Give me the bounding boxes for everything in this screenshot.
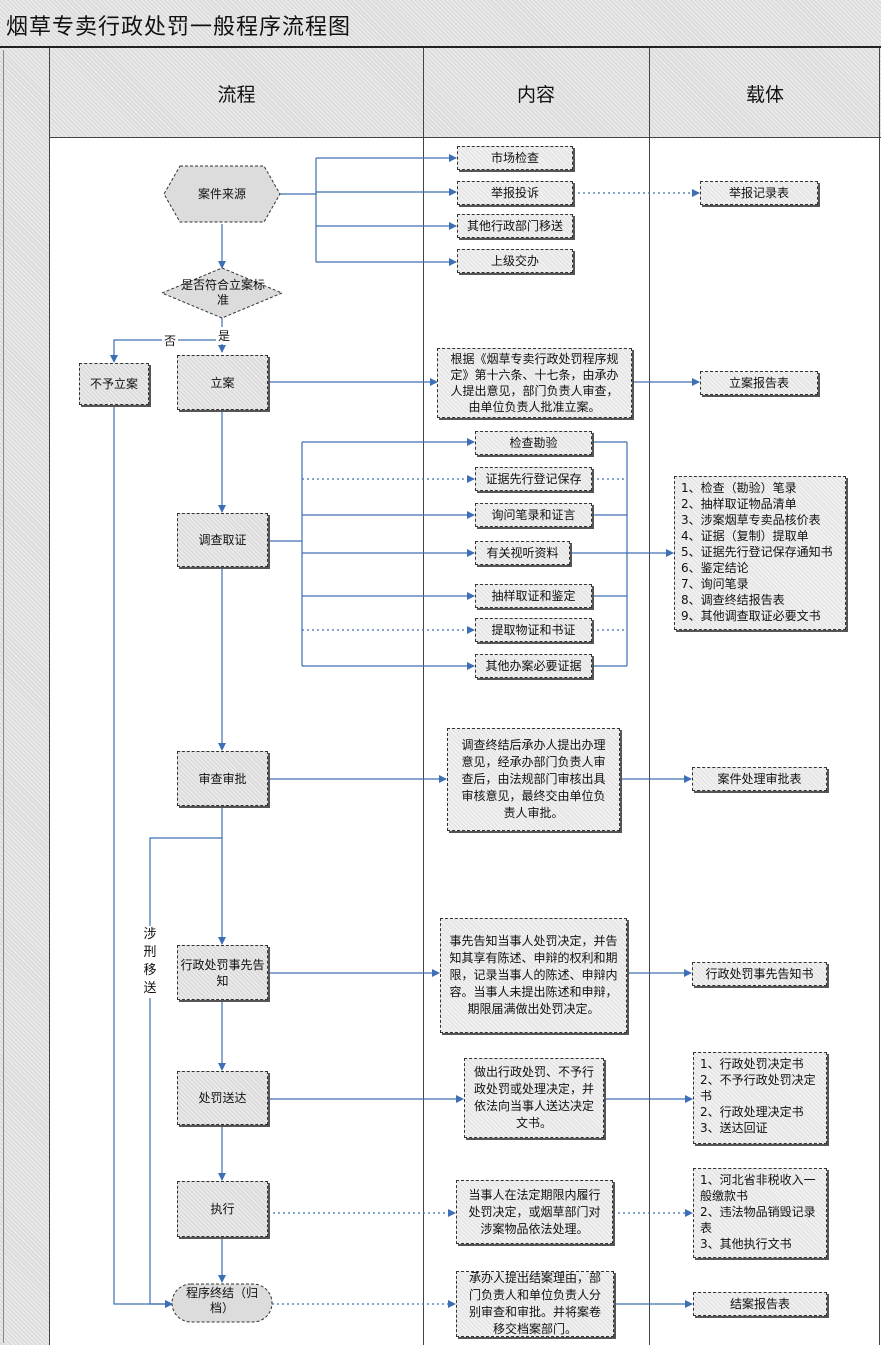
process-reject: 不予立案 bbox=[79, 363, 149, 405]
evidence-doc-item: 9、其他调查取证必要文书 bbox=[681, 609, 821, 623]
divider-content-carrier bbox=[649, 48, 650, 1345]
carrier-close-report: 结案报告表 bbox=[693, 1292, 827, 1316]
carrier-review-form: 案件处理审批表 bbox=[692, 767, 827, 791]
left-strip-border bbox=[3, 50, 49, 1343]
evidence-2: 证据先行登记保存 bbox=[475, 467, 592, 491]
evidence-doc-item: 5、证据先行登记保存通知书 bbox=[681, 545, 833, 559]
content-file: 根据《烟草专卖行政处罚程序规定》第十六条、十七条，由承办人提出意见，部门负责人审… bbox=[437, 348, 632, 418]
process-decision: 是否符合立案标准 bbox=[180, 278, 265, 307]
arrow-reject-close bbox=[113, 405, 173, 1308]
title-bar: 烟草专卖行政处罚一般程序流程图 bbox=[0, 0, 881, 48]
deliver-doc-item: 3、送达回证 bbox=[700, 1121, 768, 1135]
evidence-doc-item: 2、抽样取证物品清单 bbox=[681, 497, 797, 511]
content-close: 承办人提出结案理由，部门负责人和单位负责人分别审查和审批。并将案卷移交档案部门。 bbox=[456, 1271, 614, 1337]
evidence-7: 其他办案必要证据 bbox=[475, 654, 592, 678]
evidence-doc-item: 7、询问笔录 bbox=[681, 577, 749, 591]
carrier-deliver-docs: 1、行政处罚决定书 2、不予行政处罚决定 书 2、行政处理决定书 3、送达回证 bbox=[693, 1052, 827, 1144]
process-execute: 执行 bbox=[177, 1181, 268, 1237]
header-process: 流程 bbox=[217, 83, 256, 106]
process-file: 立案 bbox=[177, 355, 268, 410]
evidence-doc-item: 1、检查（勘验）笔录 bbox=[681, 481, 797, 495]
execute-doc-item: 1、河北省非税收入一 bbox=[700, 1173, 816, 1187]
source-market: 市场检查 bbox=[457, 146, 573, 170]
evidence-doc-item: 3、涉案烟草专卖品核价表 bbox=[681, 513, 821, 527]
content-execute: 当事人在法定期限内履行处罚决定，或烟草部门对涉案物品依法处理。 bbox=[456, 1180, 613, 1244]
header-content: 内容 bbox=[516, 83, 555, 106]
header-row: 流程 内容 载体 bbox=[50, 48, 881, 138]
process-close: 程序终结（归档） bbox=[185, 1286, 258, 1315]
evidence-6: 提取物证和书证 bbox=[475, 618, 592, 642]
deliver-doc-item: 1、行政处罚决定书 bbox=[700, 1057, 804, 1071]
evidence-doc-item: 8、调查终结报告表 bbox=[681, 593, 785, 607]
source-other-dept: 其他行政部门移送 bbox=[457, 214, 573, 238]
content-notify: 事先告知当事人处罚决定，并告知其享有陈述、申辩的权利和期限，记录当事人的陈述、申… bbox=[440, 918, 627, 1033]
content-review: 调查终结后承办人提出办理意见，经承办部门负责人审查后，由法规部门审核出具审核意见… bbox=[447, 728, 620, 831]
carrier-report-record: 举报记录表 bbox=[700, 181, 818, 205]
evidence-1: 检查勘验 bbox=[475, 431, 592, 455]
source-superior: 上级交办 bbox=[457, 249, 573, 273]
process-investigate: 调查取证 bbox=[177, 513, 268, 567]
no-label: 否 bbox=[162, 332, 179, 349]
carrier-evidence-docs: 1、检查（勘验）笔录 2、抽样取证物品清单 3、涉案烟草专卖品核价表 4、证据（… bbox=[674, 476, 846, 630]
evidence-3: 询问笔录和证言 bbox=[475, 503, 592, 527]
evidence-4: 有关视听资料 bbox=[475, 541, 570, 565]
carrier-execute-docs: 1、河北省非税收入一 般缴款书 2、违法物品销毁记录 表 3、其他执行文书 bbox=[693, 1168, 827, 1258]
content-deliver: 做出行政处罚、不予行政处罚或处理决定，并依法向当事人送达决定文书。 bbox=[464, 1058, 604, 1138]
carrier-notify-doc: 行政处罚事先告知书 bbox=[692, 962, 827, 986]
deliver-doc-item: 2、不予行政处罚决定 bbox=[700, 1073, 816, 1087]
process-notify: 行政处罚事先告知 bbox=[177, 945, 268, 1000]
execute-doc-item: 2、违法物品销毁记录 bbox=[700, 1205, 816, 1219]
divider-process-content bbox=[423, 48, 424, 1345]
process-review: 审查审批 bbox=[177, 751, 268, 806]
execute-doc-item: 3、其他执行文书 bbox=[700, 1237, 792, 1251]
transfer-label: 涉刑移送 bbox=[142, 926, 158, 998]
header-carrier: 载体 bbox=[745, 83, 784, 106]
execute-doc-item: 般缴款书 bbox=[700, 1189, 749, 1203]
deliver-doc-item: 书 bbox=[700, 1089, 713, 1103]
process-source: 案件来源 bbox=[197, 187, 246, 201]
page-title: 烟草专卖行政处罚一般程序流程图 bbox=[6, 15, 352, 40]
deliver-doc-item: 2、行政处理决定书 bbox=[700, 1105, 804, 1119]
source-report: 举报投诉 bbox=[457, 181, 573, 205]
right-border bbox=[879, 48, 880, 1345]
process-deliver: 处罚送达 bbox=[177, 1071, 268, 1125]
evidence-doc-item: 4、证据（复制）提取单 bbox=[681, 529, 809, 543]
execute-doc-item: 表 bbox=[700, 1221, 713, 1235]
yes-label: 是 bbox=[216, 327, 233, 344]
left-strip bbox=[0, 48, 50, 1345]
carrier-file-report: 立案报告表 bbox=[700, 371, 818, 395]
evidence-doc-item: 6、鉴定结论 bbox=[681, 561, 749, 575]
evidence-5: 抽样取证和鉴定 bbox=[475, 584, 592, 608]
